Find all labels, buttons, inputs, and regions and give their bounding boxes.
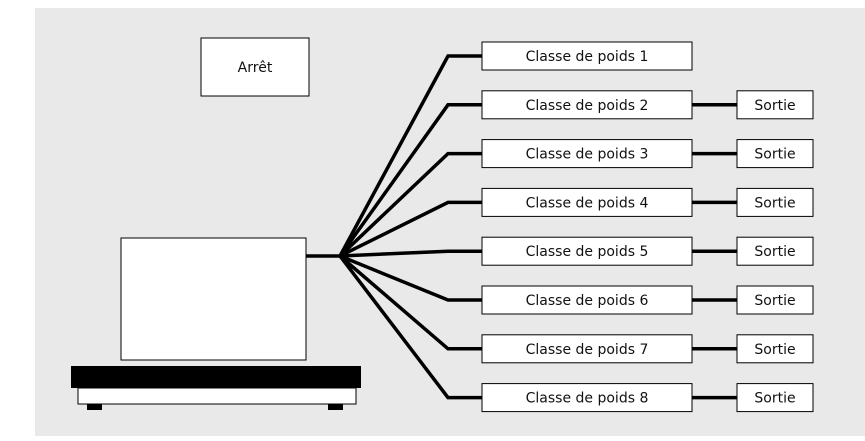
connector-line-class-2 xyxy=(338,103,482,258)
output-box-2 xyxy=(736,90,814,120)
output-label: Sortie xyxy=(754,391,795,407)
weight-class-label: Classe de poids 6 xyxy=(526,293,649,309)
output-label: Sortie xyxy=(754,244,795,260)
output-box-5 xyxy=(736,236,814,266)
connector-line-class-1 xyxy=(338,54,482,257)
weight-class-rows: Classe de poids 1 Classe de poids 2 Sortie… xyxy=(338,41,814,413)
stop-box: Arrêt xyxy=(200,37,310,97)
output-box-7 xyxy=(736,334,814,364)
output-label: Sortie xyxy=(754,147,795,163)
weight-class-box-7 xyxy=(481,334,693,364)
stop-label: Arrêt xyxy=(238,60,273,76)
output-box-8 xyxy=(736,383,814,413)
weight-class-label: Classe de poids 1 xyxy=(526,49,649,65)
connector-line-class-3 xyxy=(338,151,482,258)
scale-foot-right xyxy=(328,404,343,410)
scale-foot-left xyxy=(87,404,102,410)
scale-weighing-pan xyxy=(71,366,361,388)
output-box-6 xyxy=(736,285,814,315)
output-box-4 xyxy=(736,187,814,217)
output-label: Sortie xyxy=(754,342,795,358)
weight-class-label: Classe de poids 4 xyxy=(526,195,649,211)
stop-box-frame xyxy=(200,37,310,97)
connector-line-class-4 xyxy=(339,200,482,258)
scale-load-box xyxy=(120,237,307,361)
weight-class-box-5 xyxy=(481,236,693,266)
connector-line-class-7 xyxy=(338,254,482,351)
weight-class-box-2 xyxy=(481,90,693,120)
output-label: Sortie xyxy=(754,293,795,309)
scale-base xyxy=(77,387,357,405)
connector-line-class-8 xyxy=(338,254,482,400)
diagram-background xyxy=(35,8,865,436)
weight-class-label: Classe de poids 5 xyxy=(526,244,649,260)
output-label: Sortie xyxy=(754,195,795,211)
weight-class-label: Classe de poids 2 xyxy=(526,98,649,114)
connector-line-class-5 xyxy=(339,249,482,258)
weight-class-label: Classe de poids 7 xyxy=(526,342,649,358)
output-box-3 xyxy=(736,139,814,169)
scale-icon xyxy=(71,237,361,410)
weight-class-box-3 xyxy=(481,139,693,169)
weight-class-box-1 xyxy=(481,41,693,71)
weight-class-label: Classe de poids 8 xyxy=(526,391,649,407)
weight-class-box-6 xyxy=(481,285,693,315)
connector-line-class-6 xyxy=(339,254,482,302)
output-label: Sortie xyxy=(754,98,795,114)
weight-class-label: Classe de poids 3 xyxy=(526,147,649,163)
